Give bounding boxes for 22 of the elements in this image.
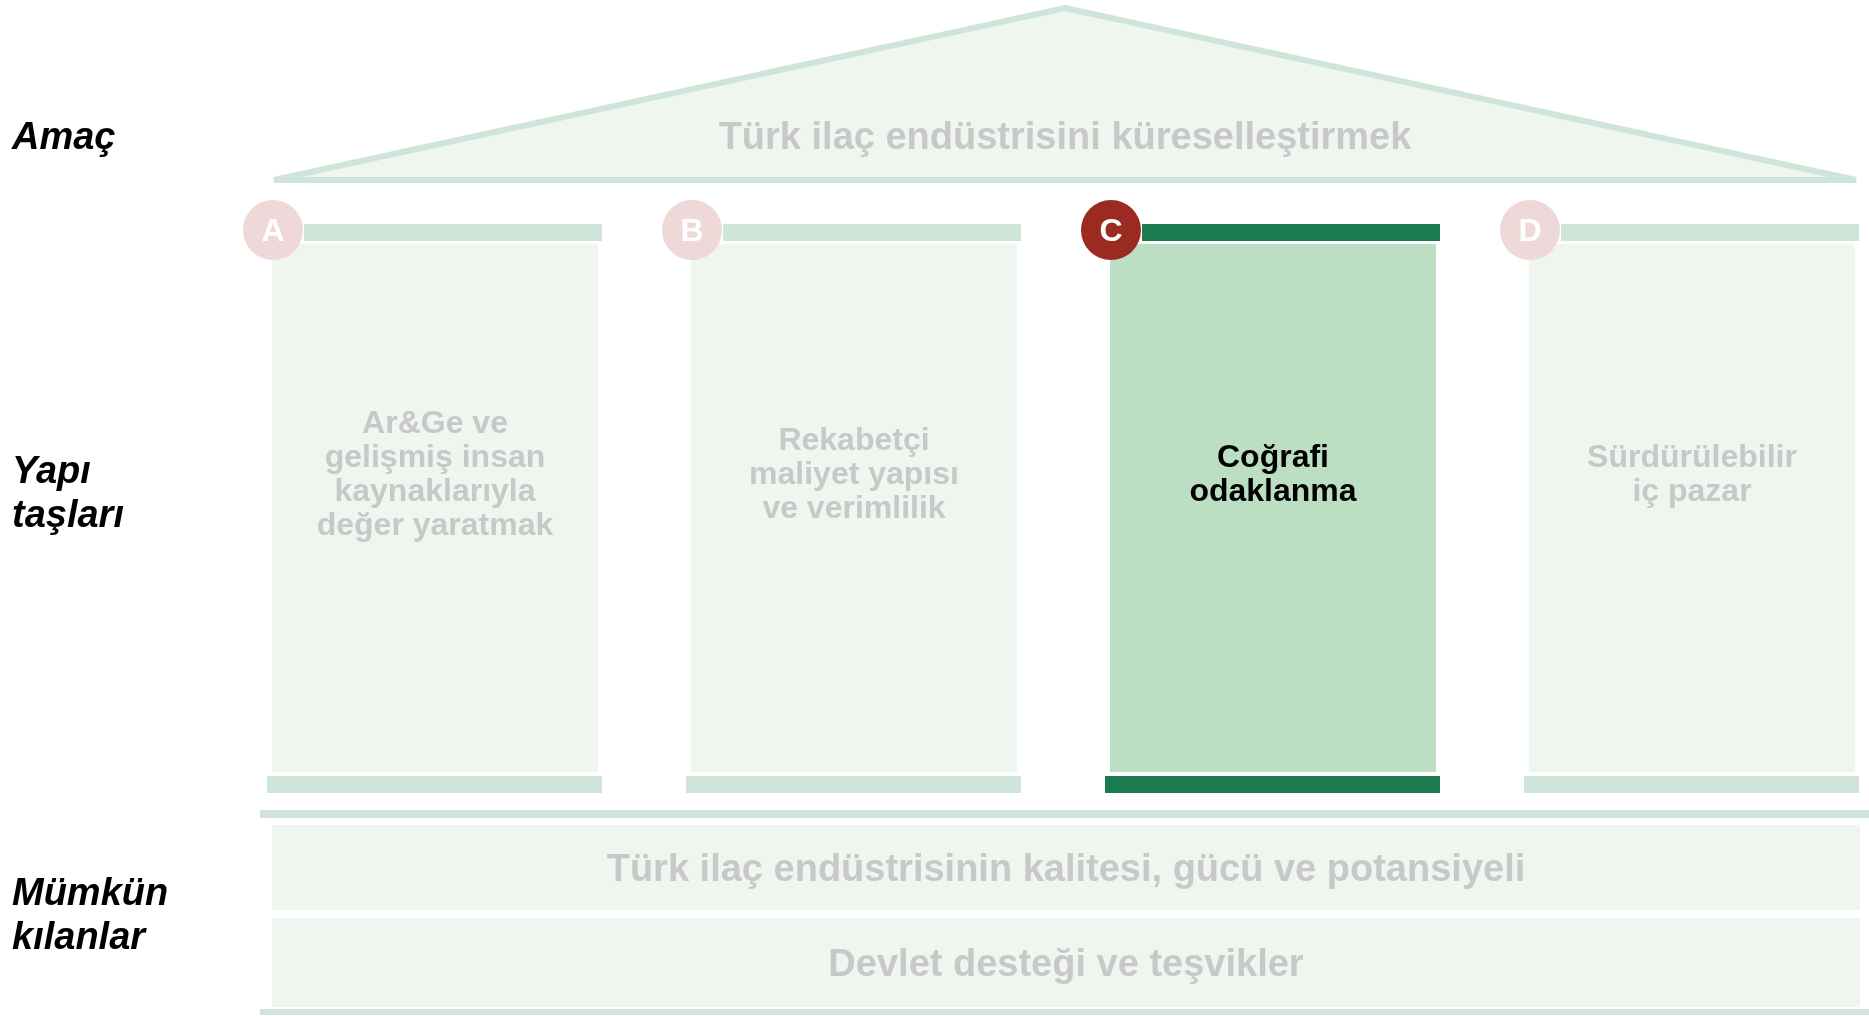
plinth-bar — [267, 776, 602, 793]
pillar-column — [1110, 244, 1436, 772]
roof-triangle — [272, 2, 1858, 184]
letter-badge — [1081, 200, 1141, 260]
row-label: Amaç — [12, 114, 117, 158]
pillar-column — [691, 244, 1017, 772]
plinth-bar — [686, 776, 1021, 793]
pillar-text: Coğrafi odaklanma — [1188, 439, 1358, 507]
letter-badge — [1500, 200, 1560, 260]
pillar-column — [272, 244, 598, 772]
plinth-bar — [1105, 776, 1440, 793]
capital-bar — [1561, 224, 1859, 241]
pillar-column — [1529, 244, 1855, 772]
row-label: Yapı taşları — [12, 448, 125, 536]
capital-bar — [723, 224, 1021, 241]
capital-bar — [304, 224, 602, 241]
badge-letter: C — [1099, 212, 1123, 248]
capital-bar — [1142, 224, 1440, 241]
letter-badge — [662, 200, 722, 260]
letter-badge — [243, 200, 303, 260]
plinth-bar — [1524, 776, 1859, 793]
row-label: Mümkün kılanlar — [12, 870, 170, 958]
